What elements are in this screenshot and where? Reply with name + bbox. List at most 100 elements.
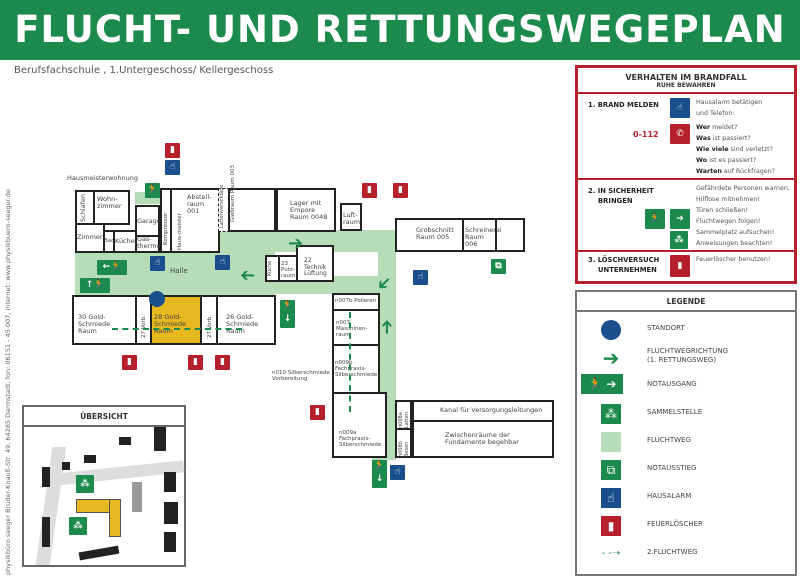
room-label: 26 Gold-Schmiede Raum — [226, 313, 259, 336]
instruction-text: Fluchtwegen folgen! — [696, 218, 761, 225]
emergency-exit-icon: 🏃↓ — [372, 460, 387, 488]
room-label: Kompressor — [163, 212, 169, 245]
legend-label: STANDORT — [647, 324, 685, 332]
question-keyword: Warten — [696, 168, 722, 175]
fire-alarm-icon: ☝ — [390, 465, 405, 480]
legend-item: ☝ HAUSALARM — [577, 484, 795, 512]
fire-extinguisher-icon: ▮ — [362, 183, 377, 198]
fire-extinguisher-icon: ▮ — [310, 405, 325, 420]
step-report-fire: 1. BRAND MELDEN ☝ 0-112 ✆ Hausalarm betä… — [578, 94, 794, 180]
room-label: Küche — [115, 237, 135, 245]
fire-extinguisher-icon: ▮ — [599, 514, 623, 538]
legend-label: FLUCHTWEGRICHTUNG — [647, 347, 729, 355]
secondary-escape-route — [112, 328, 242, 330]
room-label: 30 Gold-Schmiede Raum — [78, 313, 111, 336]
room-label: Bad — [104, 238, 115, 244]
instruction-text: Hausalarm betätigen — [696, 99, 763, 106]
step-number: 2. — [588, 187, 596, 195]
question-text: auf Rückfragen? — [721, 168, 775, 175]
legend-label: FLUCHTWEG — [647, 436, 691, 444]
fire-alarm-icon: ☝ — [150, 256, 165, 271]
legend-label: 2.FLUCHTWEG — [647, 548, 698, 556]
instruction-text: Feuerlöscher benutzen! — [696, 256, 771, 263]
room-label: Schlafen — [79, 193, 87, 222]
room-label: n010 Silberschmiede Vorbereitung — [272, 370, 330, 383]
legend-item: STANDORT — [577, 316, 795, 344]
assembly-point-icon: ⁂ — [670, 231, 688, 249]
fire-behavior-panel: VERHALTEN IM BRANDFALL RUHE BEWAHREN 1. … — [575, 65, 797, 284]
step-number: 1. — [588, 101, 596, 109]
phone-icon: ✆ — [670, 124, 690, 144]
emergency-exit-icon: 🏃 ➔ — [581, 374, 623, 398]
escape-direction-arrow-icon: ➔ — [670, 209, 690, 229]
fire-extinguisher-icon: ▮ — [393, 183, 408, 198]
legend-item: ⧉NOTAUSSTIEG — [577, 456, 795, 484]
panel-title: VERHALTEN IM BRANDFALL — [625, 73, 747, 82]
room-label: Luft-raum — [343, 211, 361, 227]
plan-title: FLUCHT- UND RETTUNGSWEGEPLAN — [0, 0, 800, 60]
legend-item: - -➝ 2.FLUCHTWEG — [577, 540, 795, 568]
room-label: Gas-therme — [137, 235, 161, 251]
step-number: 3. — [588, 256, 596, 264]
room-label: 22 Technik Lüftung — [304, 257, 327, 278]
question-text: sind verletzt? — [728, 146, 773, 153]
fire-alarm-icon: ☝ — [670, 98, 690, 118]
fire-extinguisher-icon: ▮ — [215, 355, 230, 370]
company-credit: physikbüro seeger Bruder-Knauß-Str. 49, … — [4, 189, 12, 575]
emergency-exit-icon: ←🏃 — [97, 260, 127, 275]
room-label: Hausmeisterwohnung — [67, 174, 139, 182]
emergency-exit-icon: 🏃 — [645, 209, 665, 229]
fire-alarm-icon: ☝ — [599, 486, 623, 510]
step-label: UNTERNEHMEN — [598, 266, 657, 275]
emergency-exit-icon: 🏃↓ — [280, 300, 295, 328]
escape-direction-arrow-icon: ➔ — [288, 233, 304, 254]
question-keyword: Wer — [696, 124, 711, 131]
location-dot-icon — [149, 291, 165, 307]
secondary-escape-route-icon: - -➝ — [601, 548, 621, 559]
question-keyword: Wo — [696, 157, 708, 164]
room-label: Lager mit Empore Raum 004B — [290, 199, 328, 222]
fire-extinguisher-icon: ▮ — [122, 355, 137, 370]
legend-item: FLUCHTWEG — [577, 428, 795, 456]
escape-direction-arrow-icon: ➔ — [240, 265, 256, 286]
emergency-exit-icon: 🏃 — [145, 183, 160, 198]
room-label: Garage — [137, 217, 161, 225]
room-label: Gießraum Raum 003 — [230, 164, 236, 222]
legend-label: HAUSALARM — [647, 492, 692, 500]
overview-map: ÜBERSICHT ⁂ ⁂ — [22, 405, 186, 567]
question-item: Wo ist es passiert? — [696, 155, 775, 166]
secondary-escape-route — [349, 312, 351, 412]
fire-extinguisher-icon: ▮ — [670, 255, 690, 277]
room-label: 27 Vorb. — [141, 315, 147, 338]
emergency-window-exit-icon: ⧉ — [491, 259, 506, 274]
escape-direction-arrow-icon: ➔ — [376, 319, 398, 335]
room-label: n009a Fachpraxis-Silberschmiede — [339, 430, 382, 449]
room-label: Küche — [267, 260, 273, 276]
step-label: IN SICHERHEIT — [597, 187, 654, 195]
step-label: BRAND MELDEN — [597, 101, 659, 109]
question-keyword: Was — [696, 135, 711, 142]
building — [132, 482, 142, 512]
room-label: n008a Latten — [398, 411, 410, 428]
room-label: Lattenverschläge — [219, 184, 225, 228]
assembly-point-icon: ⁂ — [76, 475, 94, 493]
legend-item: 🏃 ➔NOTAUSGANG — [577, 372, 795, 400]
fire-alarm-icon: ☝ — [413, 270, 428, 285]
room-label: Haus-meister — [177, 213, 183, 250]
escape-direction-arrow-icon: ➔ — [602, 346, 620, 370]
instruction-text: Türen schließen! — [696, 207, 748, 214]
instruction-text: und Telefon: — [696, 110, 735, 117]
legend-label: SAMMELSTELLE — [647, 408, 703, 416]
room-label: n007b Polieren — [335, 298, 377, 304]
plan-subtitle: Berufsfachschule , 1.Untergeschoss/ Kell… — [14, 65, 274, 76]
step-label: BRINGEN — [598, 197, 633, 206]
legend-label: (1. RETTUNGSWEG) — [647, 356, 717, 365]
legend-label: FEUERLÖSCHER — [647, 520, 703, 528]
legend-panel: LEGENDE STANDORT ➔ FLUCHTWEGRICHTUNG(1. RE… — [575, 290, 797, 576]
question-keyword: Wie viele — [696, 146, 729, 153]
legend-title: LEGENDE — [577, 292, 795, 312]
assembly-point-icon: ⁂ — [599, 402, 623, 426]
room-label: Wohn-zimmer — [97, 195, 122, 211]
